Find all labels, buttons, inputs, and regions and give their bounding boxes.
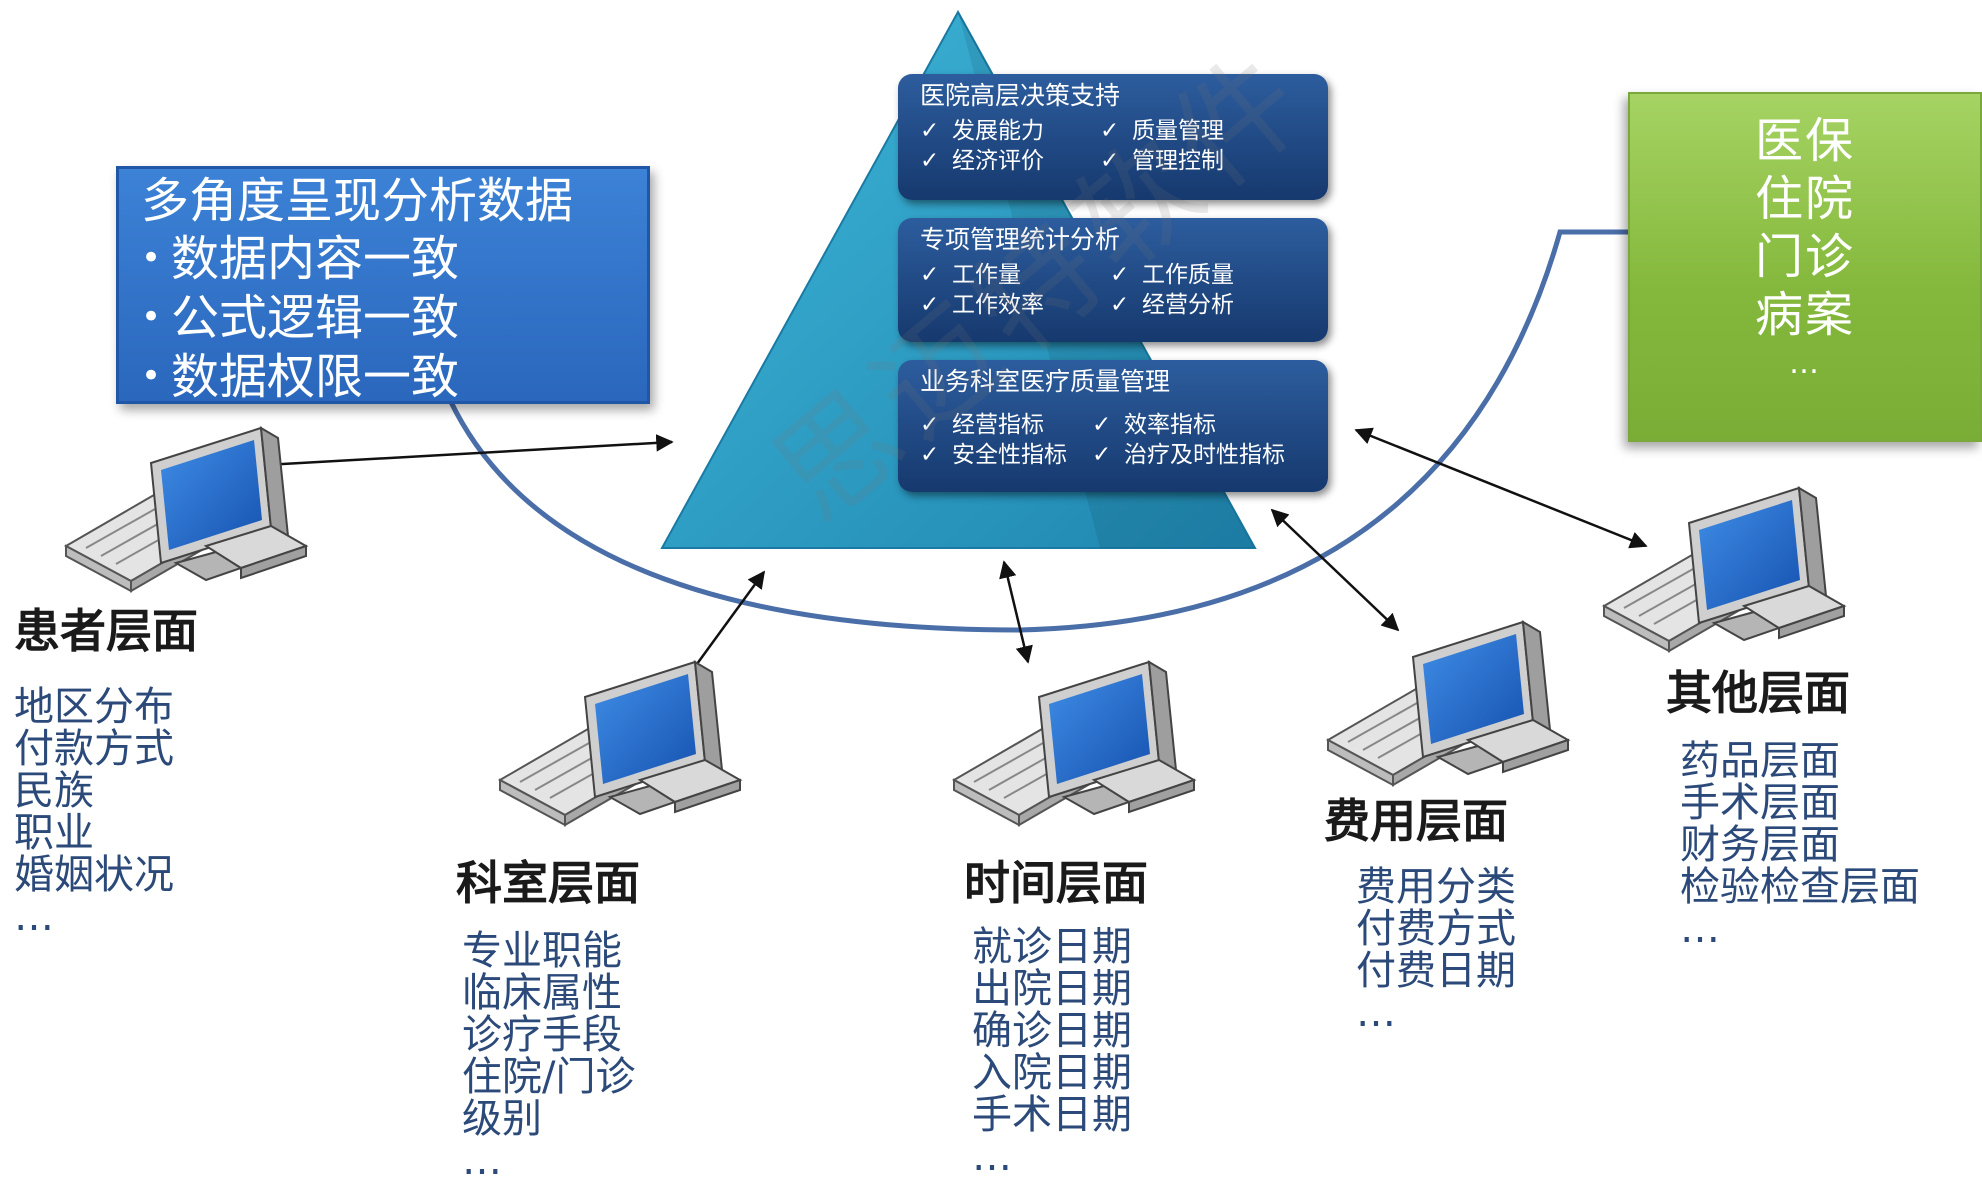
- layer-item: …: [14, 894, 54, 940]
- panel-item: 管理控制: [1100, 146, 1224, 176]
- layer-item: 就诊日期: [972, 924, 1132, 970]
- layer-item: …: [462, 1138, 502, 1184]
- layer-items-time: 就诊日期 出院日期 确诊日期 入院日期 手术日期 …: [972, 926, 1132, 1178]
- layer-item: 临床属性: [462, 970, 622, 1016]
- arrow-time: [999, 560, 1033, 664]
- layer-item: 检验检查层面: [1680, 864, 1920, 910]
- layer-item: …: [1680, 906, 1720, 952]
- layer-item: 出院日期: [972, 966, 1132, 1012]
- data-source-item: 住院: [1754, 171, 1855, 227]
- panel-title: 业务科室医疗质量管理: [920, 367, 1171, 396]
- layer-item: 付费日期: [1356, 948, 1516, 994]
- layer-item: 付款方式: [14, 726, 174, 772]
- panel-item: 经营指标: [920, 410, 1092, 440]
- panel-item: 质量管理: [1100, 116, 1224, 146]
- computer-icon: [1327, 621, 1569, 786]
- layer-item: 手术日期: [972, 1092, 1132, 1138]
- panel-item: 经济评价: [920, 146, 1100, 176]
- layer-item: 药品层面: [1680, 738, 1840, 784]
- layer-items-other: 药品层面 手术层面 财务层面 检验检查层面 …: [1680, 740, 1920, 950]
- layer-heading-patient: 患者层面: [14, 604, 198, 658]
- layer-item: 手术层面: [1680, 780, 1840, 826]
- layer-items-department: 专业职能 临床属性 诊疗手段 住院/门诊 级别 …: [462, 930, 635, 1182]
- layer-item: …: [972, 1134, 1012, 1180]
- layer-item: 付费方式: [1356, 906, 1516, 952]
- pyramid-panel-middle: 专项管理统计分析 工作量工作质量 工作效率经营分析: [898, 218, 1328, 342]
- layer-item: …: [1356, 990, 1396, 1036]
- panel-item: 工作效率: [920, 290, 1110, 320]
- layer-item: 确诊日期: [972, 1008, 1132, 1054]
- layer-item: 地区分布: [14, 684, 174, 730]
- panel-item: 安全性指标: [920, 440, 1092, 470]
- data-source-box: 医保 住院 门诊 病案 …: [1628, 92, 1982, 442]
- layer-item: 婚姻状况: [14, 852, 174, 898]
- layer-item: 民族: [14, 768, 94, 814]
- computer-icon: [1603, 487, 1845, 652]
- pyramid-panel-bottom: 业务科室医疗质量管理 经营指标效率指标 安全性指标治疗及时性指标: [898, 360, 1328, 492]
- panel-item: 治疗及时性指标: [1092, 440, 1285, 470]
- panel-item: 效率指标: [1092, 410, 1216, 440]
- data-source-item: 门诊: [1754, 229, 1855, 285]
- layer-item: 财务层面: [1680, 822, 1840, 868]
- callout-title: 多角度呈现分析数据: [141, 173, 574, 229]
- callout-bullet: 数据权限一致: [141, 347, 647, 406]
- analysis-callout: 多角度呈现分析数据 数据内容一致 公式逻辑一致 数据权限一致: [116, 166, 650, 406]
- layer-items-patient: 地区分布 付款方式 民族 职业 婚姻状况 …: [14, 686, 174, 938]
- layer-heading-cost: 费用层面: [1324, 794, 1508, 848]
- layer-item: 级别: [462, 1096, 542, 1142]
- data-source-item: 医保: [1754, 113, 1855, 169]
- panel-title: 专项管理统计分析: [920, 225, 1121, 254]
- layer-item: 住院/门诊: [462, 1054, 636, 1100]
- panel-item: 工作质量: [1110, 260, 1234, 290]
- data-source-item: 病案: [1754, 287, 1855, 343]
- layer-heading-other: 其他层面: [1666, 666, 1850, 720]
- layer-item: 专业职能: [462, 928, 622, 974]
- panel-item: 经营分析: [1110, 290, 1234, 320]
- panel-item: 工作量: [920, 260, 1110, 290]
- panel-title: 医院高层决策支持: [920, 81, 1121, 110]
- data-source-item: …: [1789, 346, 1821, 381]
- callout-bullet: 公式逻辑一致: [141, 288, 647, 347]
- layer-item: 职业: [14, 810, 94, 856]
- callout-bullet: 数据内容一致: [141, 229, 647, 288]
- layer-items-cost: 费用分类 付费方式 付费日期 …: [1356, 866, 1516, 1034]
- layer-item: 费用分类: [1356, 864, 1516, 910]
- layer-item: 诊疗手段: [462, 1012, 622, 1058]
- layer-heading-department: 科室层面: [456, 856, 640, 910]
- computer-icon: [65, 427, 307, 592]
- arrow-other: [1354, 427, 1648, 549]
- panel-item: 发展能力: [920, 116, 1100, 146]
- pyramid-panel-top: 医院高层决策支持 发展能力质量管理 经济评价管理控制: [898, 74, 1328, 200]
- arrow-cost: [1270, 508, 1400, 632]
- computer-icon: [499, 661, 741, 826]
- computer-icon: [953, 661, 1195, 826]
- arrow-patient: [246, 434, 674, 474]
- layer-item: 入院日期: [972, 1050, 1132, 1096]
- layer-heading-time: 时间层面: [964, 856, 1148, 910]
